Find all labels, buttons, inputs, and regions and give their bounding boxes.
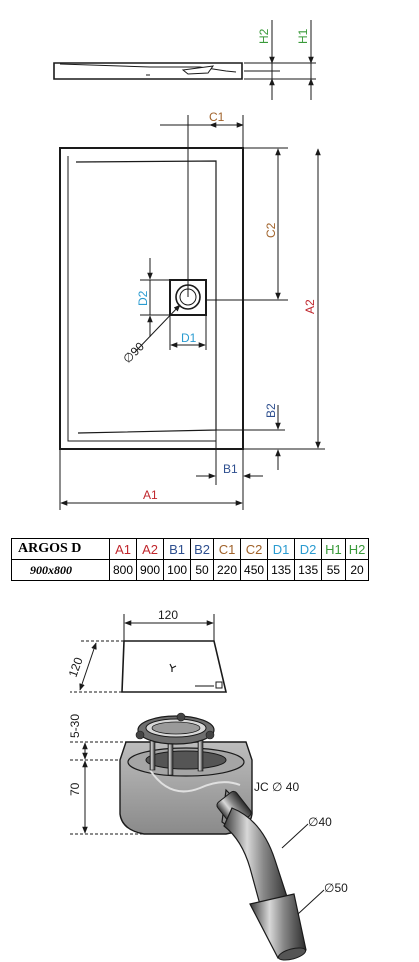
height-dimensions: H2 H1 <box>244 20 316 100</box>
header-d2: D2 <box>294 538 323 560</box>
spec-header-row: ARGOS D A1 A2 B1 B2 C1 C2 D1 D2 H1 H2 <box>11 538 370 560</box>
drain-dimensions: 5-30 70 JC ∅ 40 ∅40 ∅50 <box>68 714 348 915</box>
header-d1: D1 <box>267 538 296 560</box>
d2-label: D2 <box>136 290 150 306</box>
header-c2: C2 <box>240 538 269 560</box>
plan-dimensions: C1 C2 A2 D2 D1 ∅90 B2 B1 <box>59 110 325 510</box>
value-a2: 900 <box>136 559 165 581</box>
drain-height-label: 70 <box>68 782 82 796</box>
header-a1: A1 <box>108 538 138 560</box>
value-h2: 20 <box>344 559 370 581</box>
spec-value-row: 900x800 800 900 100 50 220 450 135 135 5… <box>11 559 370 581</box>
spec-table-wrapper: ARGOS D A1 A2 B1 B2 C1 C2 D1 D2 H1 H2 90… <box>11 538 370 581</box>
value-h1: 55 <box>321 559 346 581</box>
b2-label: B2 <box>264 403 278 418</box>
c2-label: C2 <box>264 222 278 238</box>
header-c1: C1 <box>212 538 242 560</box>
pipe-40-label: ∅40 <box>308 815 332 829</box>
header-b1: B1 <box>163 538 192 560</box>
h2-label: H2 <box>257 28 271 44</box>
model-name: ARGOS D <box>11 538 110 560</box>
header-b2: B2 <box>190 538 214 560</box>
tray-top-view <box>59 147 244 450</box>
value-d1: 135 <box>267 559 296 581</box>
header-h2: H2 <box>344 538 370 560</box>
value-b2: 50 <box>190 559 214 581</box>
drain-cover: 120 120 <box>66 608 228 693</box>
outlet-jc-label: JC ∅ 40 <box>254 780 299 794</box>
pipe-50-label: ∅50 <box>324 881 348 895</box>
cover-depth-label: 120 <box>66 655 86 679</box>
spec-table: ARGOS D A1 A2 B1 B2 C1 C2 D1 D2 H1 H2 90… <box>11 538 370 581</box>
header-h1: H1 <box>321 538 346 560</box>
d1-label: D1 <box>181 331 197 345</box>
b1-label: B1 <box>223 462 238 476</box>
header-a2: A2 <box>136 538 165 560</box>
value-c2: 450 <box>240 559 269 581</box>
value-b1: 100 <box>163 559 192 581</box>
drain-height-range-label: 5-30 <box>68 714 82 738</box>
value-c1: 220 <box>212 559 242 581</box>
value-d2: 135 <box>294 559 323 581</box>
drain-siphon <box>119 712 307 961</box>
tray-side-profile <box>53 62 243 80</box>
h1-label: H1 <box>296 28 310 44</box>
cover-width-label: 120 <box>158 608 178 622</box>
value-a1: 800 <box>108 559 138 581</box>
model-size: 900x800 <box>11 559 110 581</box>
c1-label: C1 <box>209 110 225 124</box>
a2-label: A2 <box>303 299 317 314</box>
a1-label: A1 <box>143 488 158 502</box>
